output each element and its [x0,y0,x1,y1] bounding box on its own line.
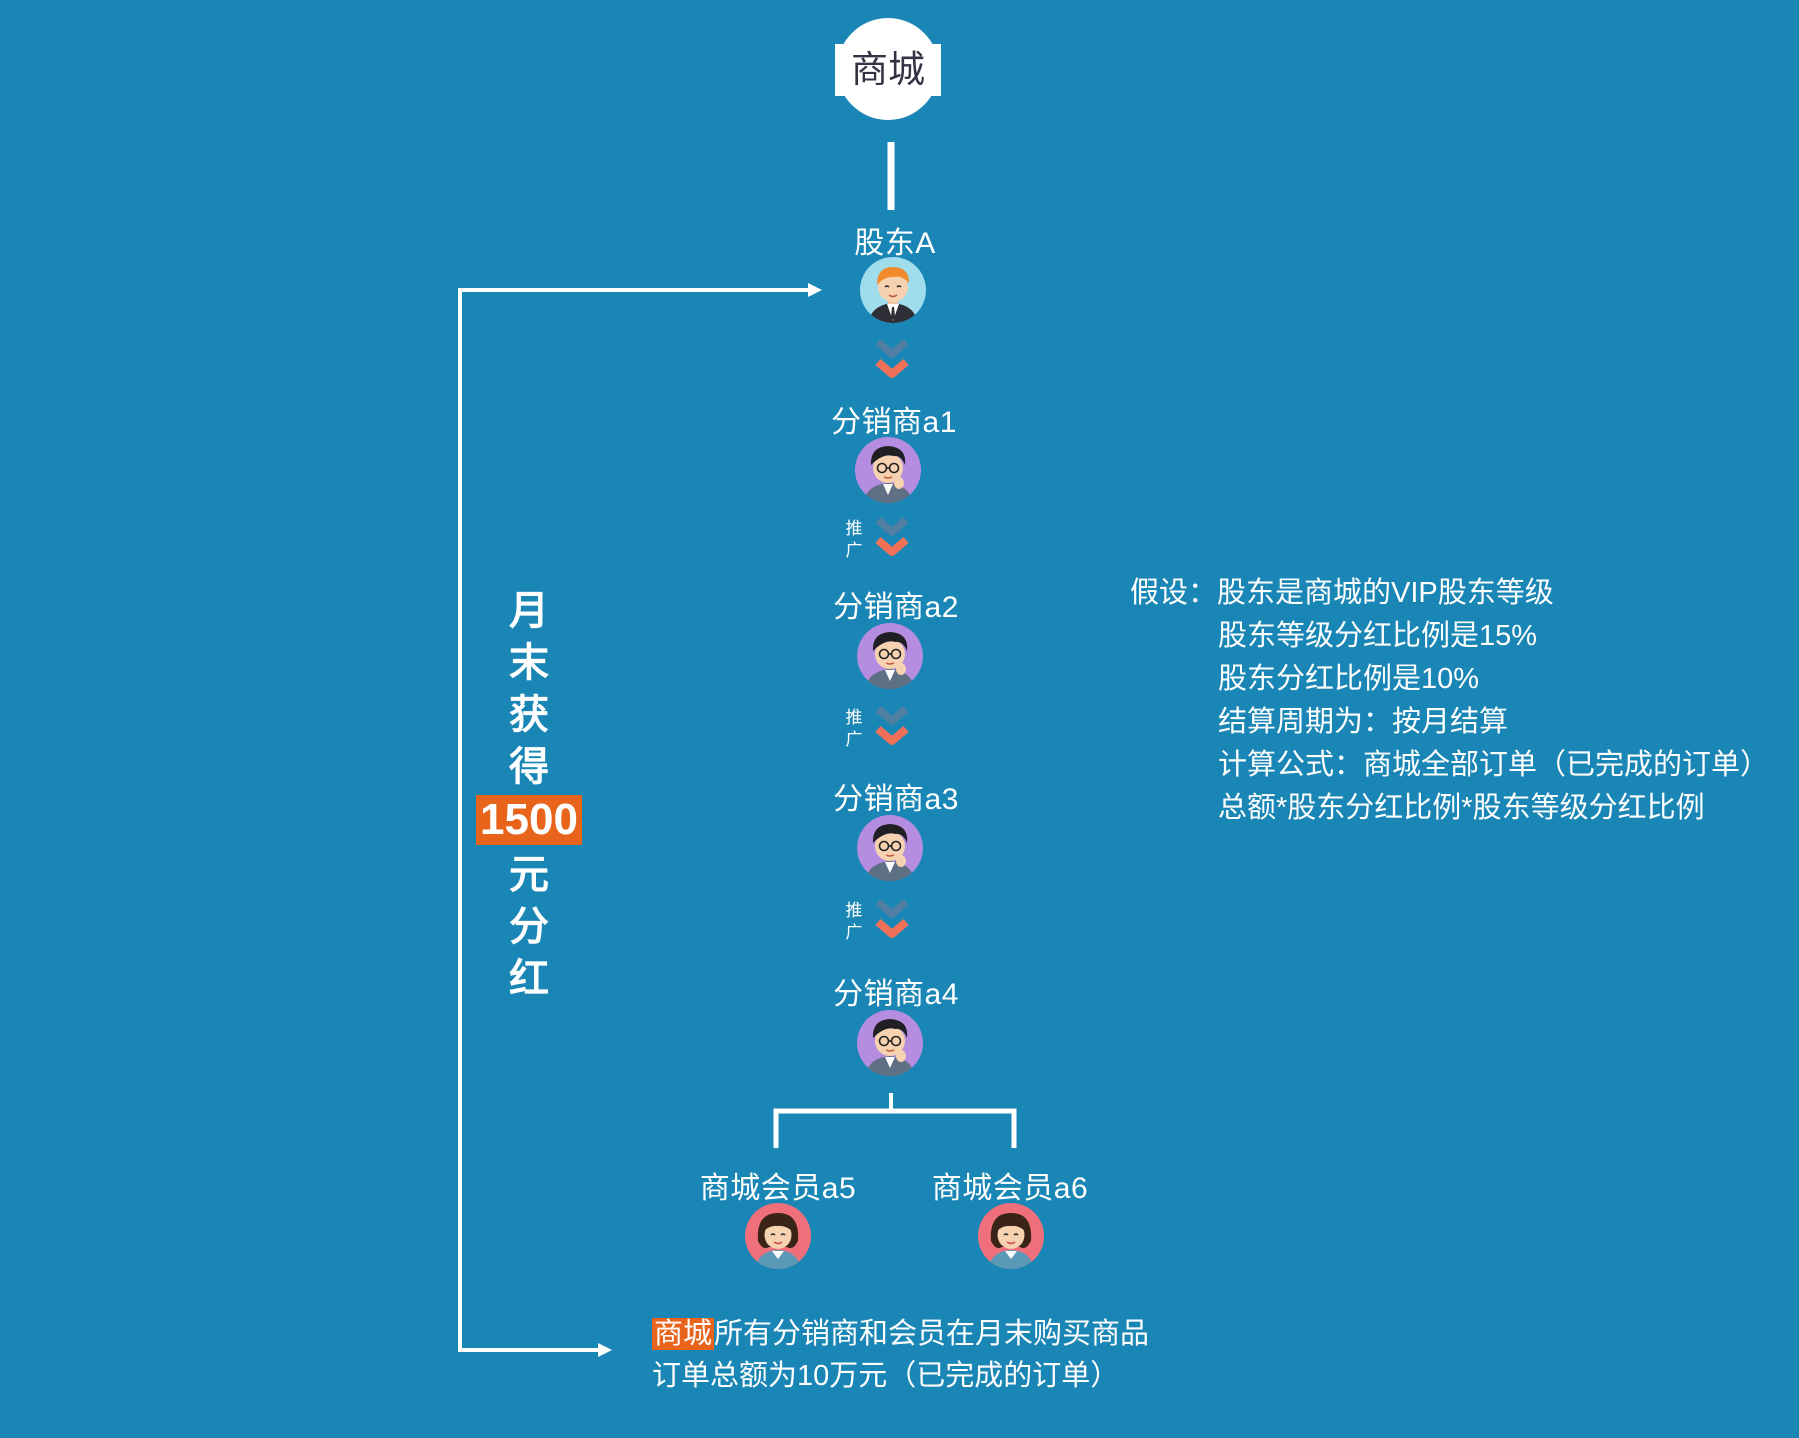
assumptions-title: 假设： [1130,577,1218,609]
mall-label: 商城 [835,44,941,96]
dividend-char: 获 [509,693,549,737]
glasses-man-avatar-icon [855,621,925,691]
assumption-line: 计算公式：商城全部订单（已完成的订单） [1218,749,1770,781]
dividend-char: 红 [509,957,549,1001]
dividend-char: 得 [509,745,549,789]
assumption-line: 股东分红比例是10% [1218,663,1480,695]
glasses-man-avatar-icon [855,1008,925,1078]
order-note-line: 所有分销商和会员在月末购买商品 [714,1318,1150,1350]
glasses-man-avatar-icon [855,813,925,883]
distributor-a4-label: 分销商a4 [833,978,959,1011]
double-chevron-down-icon [875,705,909,745]
assumptions-text: 假设：股东是商城的VIP股东等级 股东等级分红比例是15% 股东分红比例是10%… [1130,572,1769,830]
businessman-avatar-icon [858,255,928,325]
distributor-a2-label: 分销商a2 [833,591,959,624]
dividend-amount: 1500 [476,795,582,845]
distributor-a3-label: 分销商a3 [833,783,959,816]
assumption-line: 结算周期为：按月结算 [1218,706,1509,738]
mall-badge: 商城 [835,18,941,120]
arrow-to-shareholder-icon [808,283,822,297]
woman-avatar-icon [743,1201,813,1271]
promote-label: 推广 [845,519,863,560]
member-a5-label: 商城会员a5 [699,1172,857,1205]
shareholder-label: 股东A [854,227,936,260]
order-note-line: 订单总额为10万元（已完成的订单） [652,1360,1120,1392]
dividend-char: 末 [509,641,549,685]
assumption-line: 股东等级分红比例是15% [1218,620,1538,652]
dividend-char: 分 [509,905,549,949]
promote-label: 推广 [845,708,863,749]
glasses-man-avatar-icon [853,435,923,505]
member-a6-label: 商城会员a6 [931,1172,1089,1205]
arrow-to-bottom-note-icon [598,1343,612,1357]
dividend-char: 元 [509,853,549,897]
dividend-char: 月 [509,589,549,633]
woman-avatar-icon [976,1201,1046,1271]
assumption-line: 总额*股东分红比例*股东等级分红比例 [1218,792,1705,824]
mall-highlight: 商城 [652,1318,715,1350]
promote-label: 推广 [845,901,863,942]
order-total-note: 商城所有分销商和会员在月末购买商品 订单总额为10万元（已完成的订单） [652,1313,1149,1397]
double-chevron-down-icon [875,898,909,938]
dividend-vertical-text: 月 末 获 得 1500 元 分 红 [476,585,582,1005]
double-chevron-down-icon [875,338,909,378]
dividend-loop-line [458,288,815,1352]
assumption-line: 股东是商城的VIP股东等级 [1217,577,1554,609]
branch-split-line [773,1108,1017,1148]
distributor-a1-label: 分销商a1 [831,406,957,439]
double-chevron-down-icon [875,516,909,556]
